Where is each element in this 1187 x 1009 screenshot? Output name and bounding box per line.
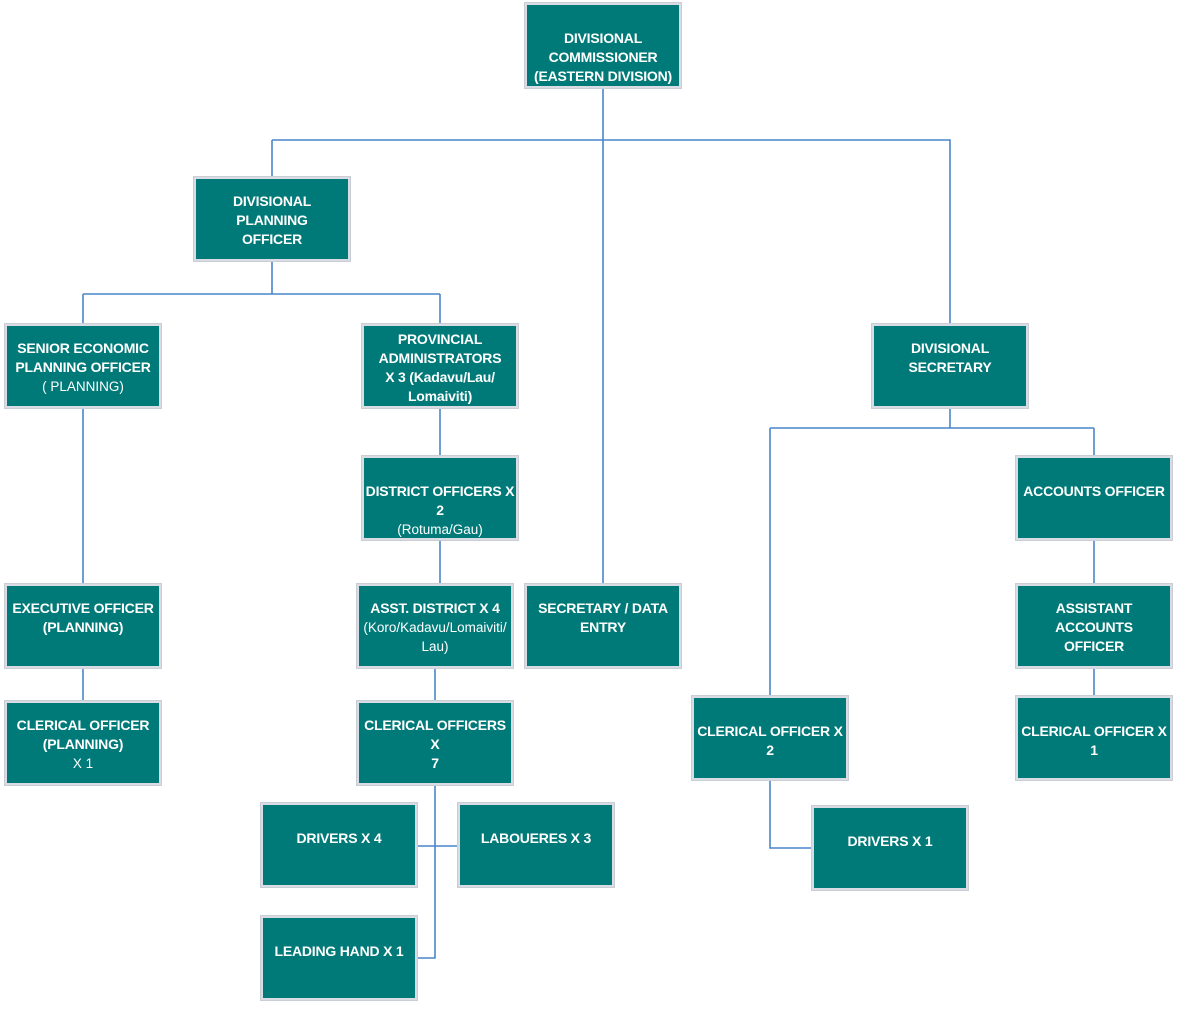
node-label-line: 7 [431, 755, 439, 771]
node-sublabel-line: (Koro/Kadavu/Lomaiviti/ [363, 620, 507, 635]
node-secretary-data-entry: SECRETARY / DATA ENTRY [525, 584, 681, 668]
node-sublabel-line: Lau) [421, 639, 449, 654]
node-label-line: DIVISIONAL [910, 340, 990, 356]
node-drivers-1: DRIVERS X 1 [812, 806, 968, 890]
node-clerical-officer-1: CLERICAL OFFICER X 1 [1016, 696, 1172, 780]
node-label-line: DISTRICT OFFICERS X 2 [365, 483, 515, 518]
node-label-line: COMMISSIONER [548, 49, 658, 65]
node-planning-officer: DIVISIONAL PLANNING OFFICER [194, 177, 350, 261]
node-clerical-planning: CLERICAL OFFICER (PLANNING) X 1 [5, 701, 161, 785]
node-label-line: SECRETARY / DATA [538, 600, 668, 616]
node-district-officers: DISTRICT OFFICERS X 2 (Rotuma/Gau) [362, 456, 518, 540]
connector-line [417, 785, 436, 959]
node-clerical-officer-2: CLERICAL OFFICER X 2 [692, 696, 848, 780]
node-provincial-admins: PROVINCIAL ADMINISTRATORS X 3 (Kadavu/Lau/… [362, 324, 518, 408]
node-label-line: ASSISTANT ACCOUNTS [1055, 600, 1133, 635]
node-label-line: CLERICAL OFFICERS X [364, 717, 506, 752]
node-label-line: PROVINCIAL [397, 331, 483, 347]
node-clerical-officers-7: CLERICAL OFFICERS X 7 [357, 701, 513, 785]
node-executive-officer: EXECUTIVE OFFICER (PLANNING) [5, 584, 161, 668]
node-label-line: DIVISIONAL PLANNING [232, 193, 312, 228]
node-assistant-accounts: ASSISTANT ACCOUNTS OFFICER [1016, 584, 1172, 668]
node-sublabel-line: X 1 [72, 756, 94, 771]
node-laboueres-3: LABOUERES X 3 [458, 803, 614, 887]
node-label-line: PLANNING OFFICER [15, 359, 151, 375]
node-drivers-4: DRIVERS X 4 [261, 803, 417, 887]
node-commissioner: DIVISIONAL COMMISSIONER (EASTERN DIVISION) [525, 3, 681, 88]
node-accounts-officer: ACCOUNTS OFFICER [1016, 456, 1172, 540]
node-label-line: SENIOR ECONOMIC [17, 340, 149, 356]
node-label-line: ASST. DISTRICT X 4 [370, 600, 500, 616]
node-label-line: CLERICAL OFFICER [16, 717, 150, 733]
node-label-line: LEADING HAND X 1 [274, 943, 404, 959]
node-label-line: ACCOUNTS OFFICER [1023, 483, 1165, 499]
node-sublabel-line: ( PLANNING) [42, 379, 124, 394]
node-label-line: X 3 (Kadavu/Lau/ [385, 369, 495, 385]
node-senior-economic: SENIOR ECONOMIC PLANNING OFFICER ( PLANNIN… [5, 324, 161, 408]
node-label-line: CLERICAL OFFICER X 1 [1021, 723, 1167, 758]
node-label-line: (EASTERN DIVISION) [534, 68, 672, 84]
node-label-line: SECRETARY [908, 359, 992, 375]
node-label-line: (PLANNING) [42, 736, 124, 752]
connector-line [272, 139, 951, 324]
node-label-line: (PLANNING) [42, 619, 124, 635]
node-label-line: OFFICER [241, 231, 303, 247]
node-leading-hand: LEADING HAND X 1 [261, 916, 417, 1000]
node-label-line: ENTRY [580, 619, 626, 635]
node-label-line: Lomaiviti) [407, 388, 473, 404]
node-label-line: ADMINISTRATORS [378, 350, 502, 366]
node-label-line: LABOUERES X 3 [480, 830, 592, 846]
node-label-line: OFFICER [1063, 638, 1125, 654]
node-label-line: DIVISIONAL [563, 30, 643, 46]
node-label-line: CLERICAL OFFICER X 2 [697, 723, 843, 758]
node-label-line: DRIVERS X 1 [847, 833, 933, 849]
node-label-line: EXECUTIVE OFFICER [12, 600, 154, 616]
node-divisional-secretary: DIVISIONAL SECRETARY [872, 324, 1028, 408]
connector-line [769, 780, 812, 849]
node-sublabel-line: (Rotuma/Gau) [397, 522, 483, 537]
node-asst-district: ASST. DISTRICT X 4 (Koro/Kadavu/Lomaiviti… [357, 584, 513, 668]
node-label-line: DRIVERS X 4 [296, 830, 382, 846]
